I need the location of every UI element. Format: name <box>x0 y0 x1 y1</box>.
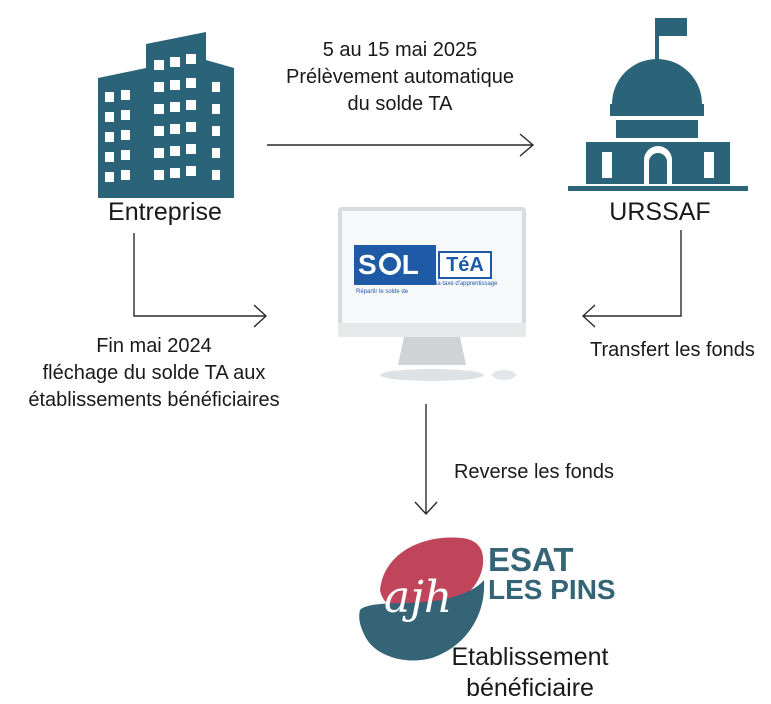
edge-left-line2: fléchage du solde TA aux <box>42 362 266 384</box>
ajh-logo-mark: ajh <box>384 572 452 623</box>
edge-right-label: Transfert les fonds <box>574 337 771 364</box>
beneficiary-label-line2: bénéficiaire <box>466 674 594 702</box>
soltea-caption-right: la taxe d'apprentissage <box>436 281 498 287</box>
edge-left-line1: Fin mai 2024 <box>96 335 212 357</box>
soltea-logo-o-icon <box>378 253 401 275</box>
edge-left-line3: établissements bénéficiaires <box>28 389 280 411</box>
company-building-icon <box>98 32 234 198</box>
edge-right-line1: Transfert les fonds <box>590 339 755 361</box>
beneficiary-label: Etablissement bénéficiaire <box>430 642 630 704</box>
urssaf-building-icon <box>568 18 748 191</box>
arrow-company-to-platform <box>133 233 268 328</box>
company-label: Entreprise <box>108 198 222 226</box>
beneficiary-label-line1: Etablissement <box>451 643 609 671</box>
soltea-logo-tea: TéA <box>438 251 492 279</box>
urssaf-label: URSSAF <box>609 198 711 226</box>
edge-top-line3: du solde TA <box>347 93 453 115</box>
arrow-urssaf-to-platform <box>581 230 682 328</box>
edge-top-line2: Prélèvement automatique <box>286 66 514 88</box>
soltea-logo-l: L <box>401 249 420 280</box>
edge-top-line1: 5 au 15 mai 2025 <box>322 39 478 61</box>
soltea-caption-left: Répartir le solde de <box>356 289 409 295</box>
edge-top-label: 5 au 15 mai 2025 Prélèvement automatique… <box>250 37 550 118</box>
monitor-icon <box>338 207 526 381</box>
arrow-company-to-urssaf <box>267 133 535 157</box>
edge-left-label: Fin mai 2024 fléchage du solde TA aux ét… <box>0 333 308 414</box>
esat-org-name: ESAT LES PINS <box>488 541 616 605</box>
esat-line1: ESAT <box>488 541 574 578</box>
esat-line2: LES PINS <box>488 574 616 605</box>
arrow-platform-to-beneficiary <box>414 404 438 516</box>
edge-bottom-label: Reverse les fonds <box>436 459 632 486</box>
edge-bottom-line1: Reverse les fonds <box>453 461 615 483</box>
soltea-logo-s: S <box>358 249 378 280</box>
ajh-logo-icon: ajh <box>359 537 485 661</box>
